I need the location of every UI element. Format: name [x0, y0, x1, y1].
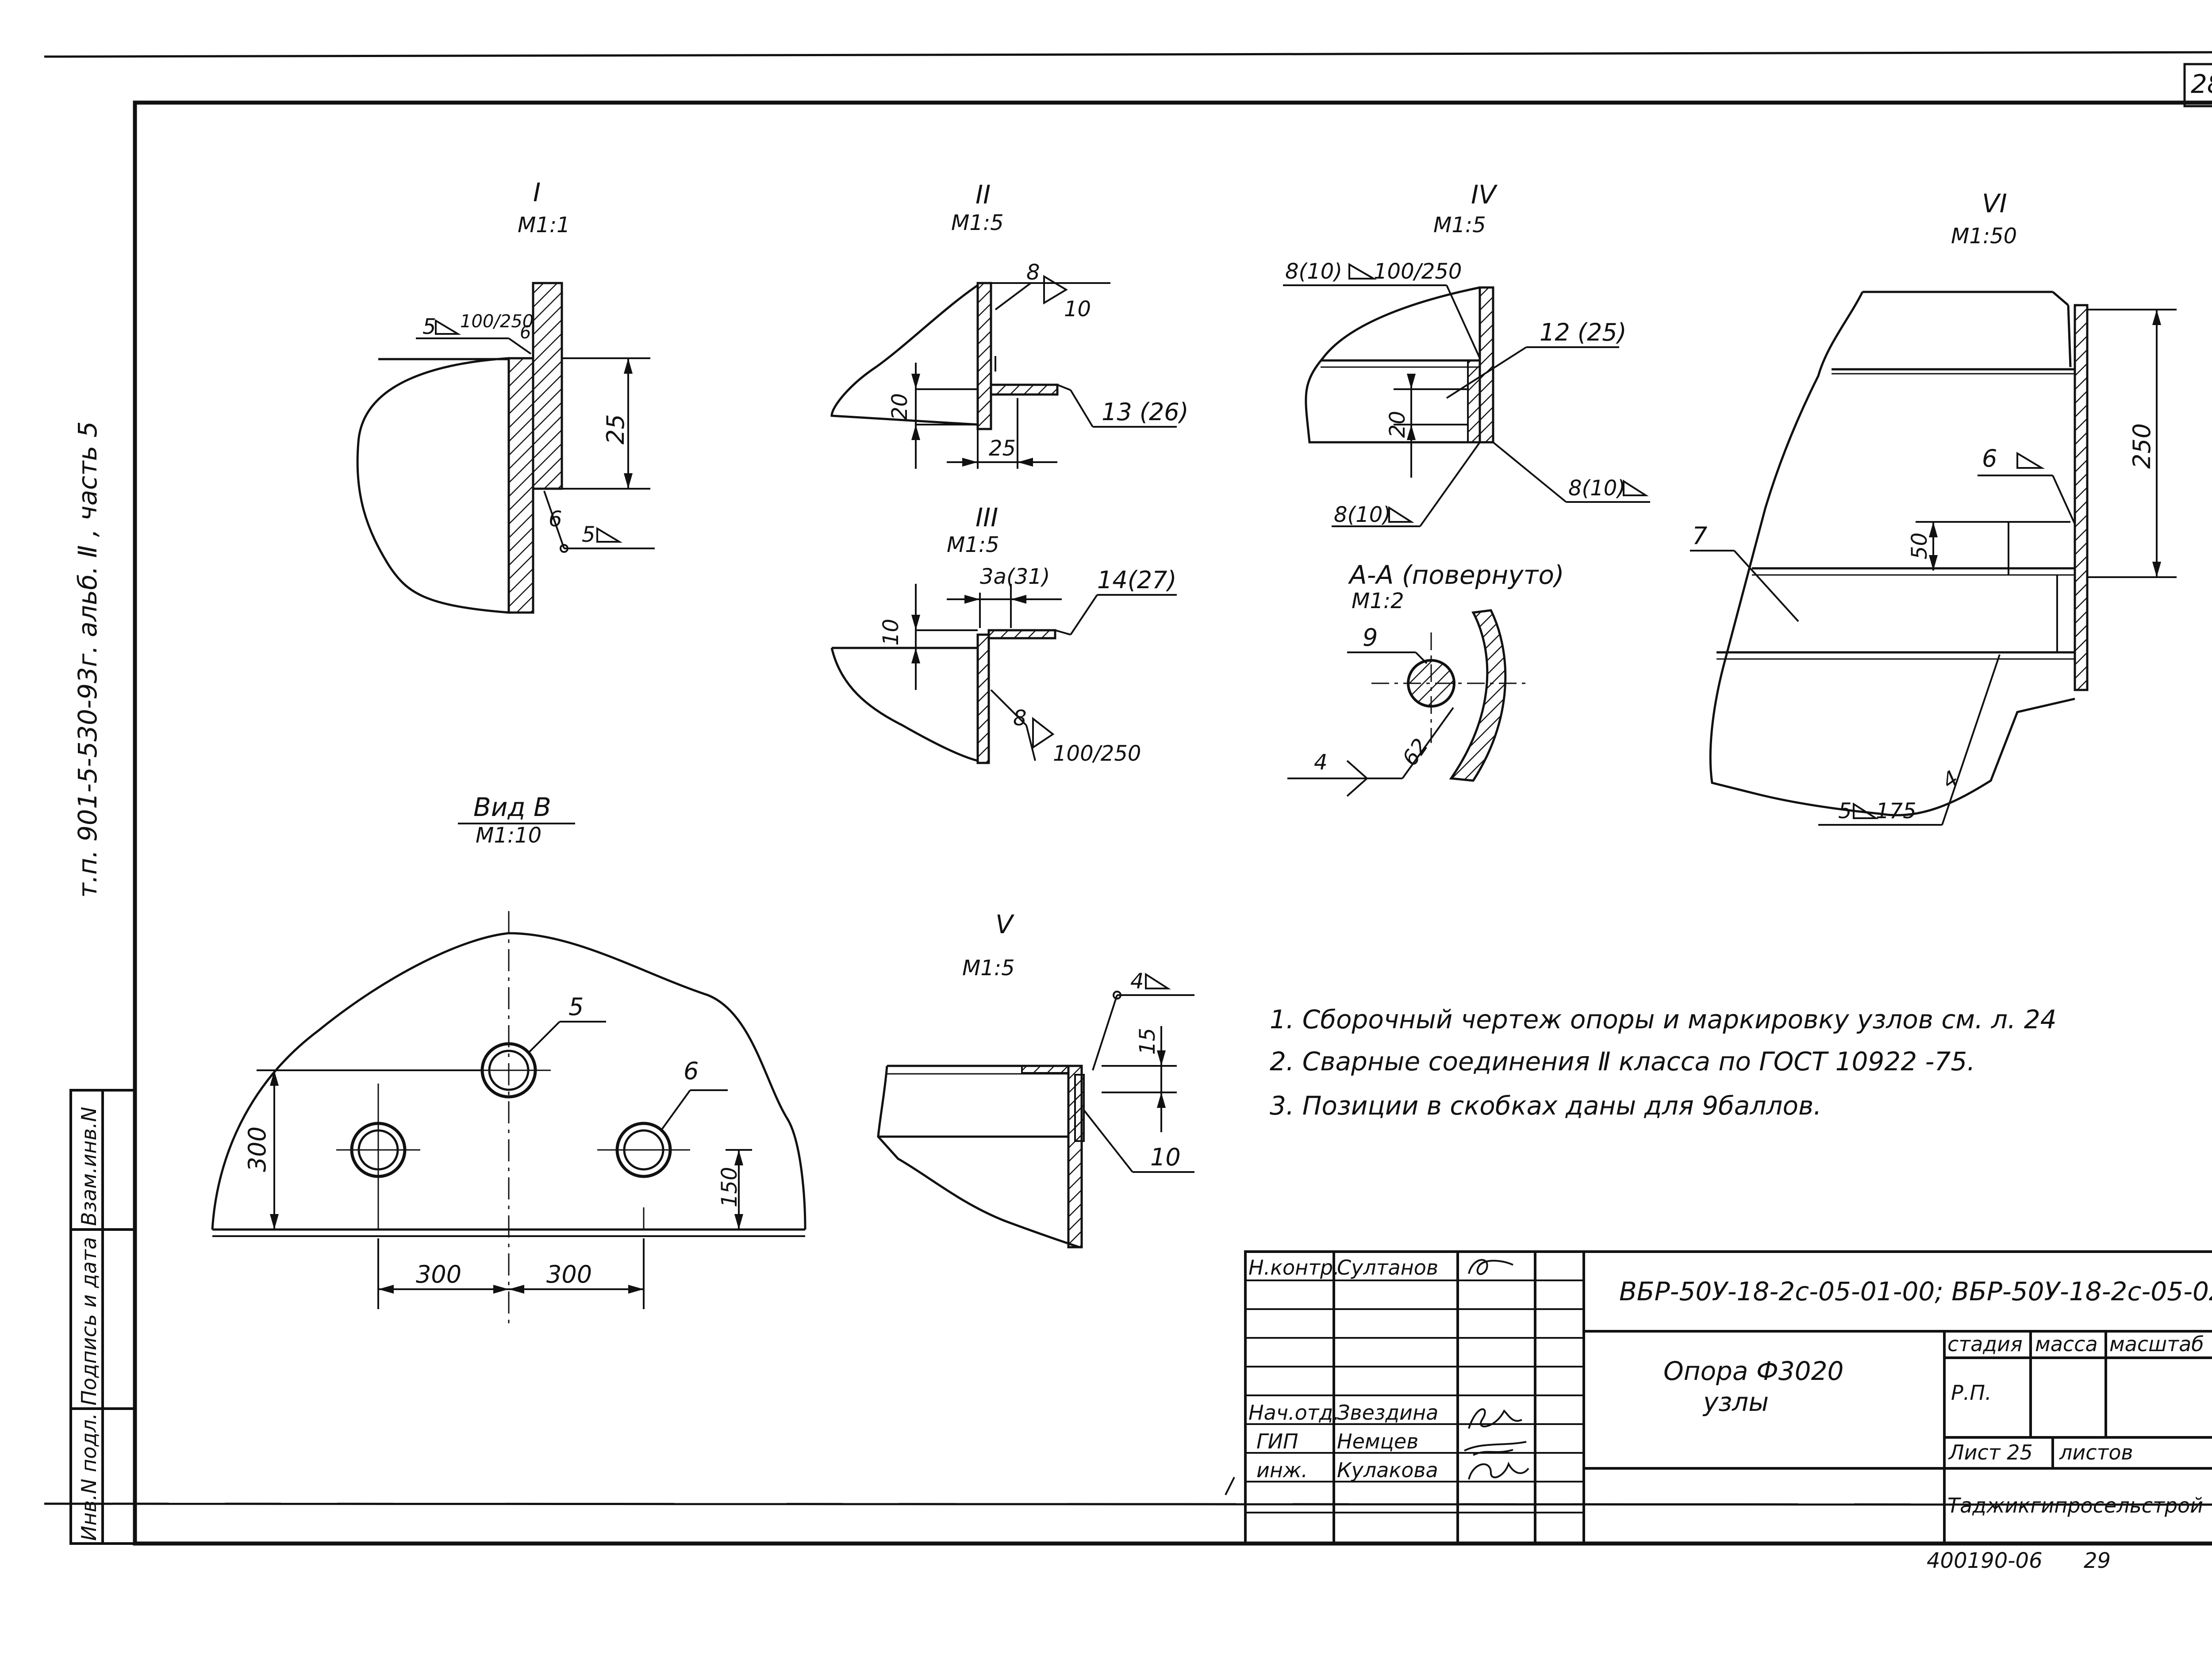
view-3-weld-spec: 100/250 — [1053, 741, 1141, 766]
view-1-six: 6 — [520, 322, 531, 343]
view-1-weld-spec: 100/250 — [460, 311, 534, 332]
bottom-code-2: 29 — [2084, 1548, 2111, 1573]
view-3-scale: М1:5 — [947, 532, 999, 557]
tb-name-4: Кулакова — [1337, 1458, 1438, 1482]
tb-name-1: Султанов — [1337, 1256, 1438, 1279]
view-6-title: VI — [1982, 188, 2007, 218]
tb-stage-hdr: стадия — [1947, 1332, 2023, 1356]
tb-name-2: Звездина — [1337, 1401, 1438, 1425]
view-2-title: II — [975, 180, 991, 210]
view-b-dim-h1: 300 — [416, 1260, 461, 1288]
view-4-title: IV — [1471, 180, 1498, 210]
tb-name-1: Опора Ф3020 — [1663, 1356, 1843, 1386]
view-4-dim: 20 — [1385, 411, 1410, 438]
tb-name-2: узлы — [1702, 1387, 1769, 1417]
view-6-dim1: 250 — [2128, 423, 2156, 469]
view-6-dim2: 50 — [1907, 532, 1932, 559]
view-4-weld-left: 8(10) — [1334, 502, 1391, 527]
notes: 1. Сборочный чертеж опоры и маркировку у… — [1270, 1004, 2057, 1121]
view-6-pos: 7 — [1692, 522, 1707, 550]
page-number: 28 — [2191, 69, 2212, 99]
tb-role-3: ГИП — [1256, 1429, 1298, 1453]
tb-org: Таджикгипросельстрой — [1947, 1494, 2203, 1517]
view-5-title: V — [995, 909, 1015, 939]
view-4-scale: М1:5 — [1433, 213, 1486, 238]
view-1-scale: М1:1 — [518, 213, 570, 238]
view-b-scale: М1:10 — [476, 823, 541, 848]
view-2-weld-val: 10 — [1064, 297, 1091, 322]
section-aa-weld: 4 — [1314, 750, 1328, 775]
view-1-weld-top: 5 — [422, 314, 436, 339]
note-1: 1. Сборочный чертеж опоры и маркировку у… — [1270, 1004, 2057, 1034]
section-aa: А-А (повернуто) М1:2 9 62 4 — [1287, 560, 1564, 797]
view-3-top: 3а(31) — [980, 564, 1050, 589]
view-1-dim: 25 — [602, 414, 630, 444]
note-3: 3. Позиции в скобках даны для 9баллов. — [1270, 1091, 1822, 1121]
stamp-podpis: Подпись и дата — [77, 1237, 101, 1406]
view-2-dim2: 25 — [989, 436, 1016, 461]
view-4: IV М1:5 8(10) 100/250 12 (25) 20 8(10) 8… — [1283, 180, 1650, 527]
view-b-dim-h2: 300 — [546, 1260, 592, 1288]
view-6-scale: М1:50 — [1951, 224, 2017, 249]
view-1: I М1:1 25 5 100/250 6 6 5 — [356, 177, 655, 614]
section-aa-scale: М1:2 — [1352, 589, 1404, 613]
view-b-pos1: 5 — [568, 993, 584, 1021]
view-3: III М1:5 14(27) 3а(31) 10 8 100/250 — [830, 502, 1177, 766]
tb-designation: ВБР-50У-18-2с-05-01-00; ВБР-50У-18-2с-05… — [1619, 1276, 2212, 1306]
view-2-pos: 13 (26) — [1102, 398, 1189, 426]
view-5-pos: 10 — [1150, 1143, 1181, 1171]
view-5-weld: 4 — [1130, 969, 1144, 994]
view-2: II М1:5 13 (26) 8 10 20 25 — [830, 180, 1189, 469]
view-2-weld-num: 8 — [1026, 260, 1040, 285]
tb-scale-hdr: масштаб — [2109, 1332, 2204, 1356]
tb-role-4: инж. — [1256, 1458, 1308, 1482]
section-aa-pos: 9 — [1363, 624, 1378, 651]
view-6-weld-bottom: 5 — [1838, 799, 1852, 824]
view-3-pos: 14(27) — [1097, 566, 1177, 594]
stamp-inv: Инв.N подл. — [77, 1413, 101, 1541]
tb-sheet: Лист 25 — [1948, 1440, 2033, 1464]
tb-name-3: Немцев — [1337, 1429, 1418, 1453]
view-3-title: III — [975, 502, 998, 532]
tb-stage: Р.П. — [1951, 1381, 1992, 1405]
view-b-dim-v: 300 — [243, 1126, 271, 1172]
view-3-weld-num: 8 — [1013, 706, 1027, 731]
view-1-weld-num: 6 — [549, 507, 562, 532]
left-stamp — [69, 1089, 136, 1545]
view-b: Вид В М1:10 5 6 300 150 — [211, 792, 806, 1327]
view-4-weld-top: 8(10) — [1285, 259, 1342, 284]
side-label: т.п. 901-5-530-93г. альб. Ⅱ , часть 5 — [73, 421, 103, 898]
view-2-scale: М1:5 — [951, 211, 1004, 235]
note-2: 2. Сварные соединения Ⅱ класса по ГОСТ 1… — [1270, 1046, 1975, 1076]
view-1-weld-bottom: 5 — [582, 522, 595, 547]
bottom-code: 400190-06 — [1927, 1548, 2043, 1573]
view-6-weld-top: 6 — [1982, 444, 1997, 472]
tb-mass-hdr: масса — [2035, 1332, 2098, 1356]
section-aa-title: А-А (повернуто) — [1348, 560, 1564, 590]
view-b-title: Вид В — [473, 792, 551, 822]
view-1-title: I — [533, 177, 541, 207]
view-2-dim1: 20 — [887, 393, 912, 420]
tb-role-1: Н.контр. — [1248, 1256, 1340, 1279]
stamp-vzam: Взам.инв.N — [77, 1107, 101, 1226]
view-6: VI М1:50 250 50 6 7 4 5 — [1690, 188, 2177, 826]
view-4-weld-top-spec: 100/250 — [1374, 259, 1462, 284]
tb-role-2: Нач.отд. — [1248, 1401, 1340, 1425]
view-4-pos: 12 (25) — [1540, 318, 1627, 346]
signatures — [1225, 1259, 1529, 1495]
view-b-dim-small: 150 — [717, 1167, 742, 1207]
title-block — [1244, 1250, 2212, 1545]
view-b-pos2: 6 — [684, 1057, 699, 1085]
view-6-weld-bottom-spec: 175 — [1876, 799, 1916, 824]
view-5: V М1:5 4 15 10 — [877, 909, 1194, 1249]
tb-sheets: листов — [2059, 1440, 2133, 1464]
view-5-scale: М1:5 — [962, 956, 1015, 981]
view-3-dim: 10 — [879, 619, 903, 646]
view-4-weld-right: 8(10) — [1568, 476, 1625, 501]
view-5-dim: 15 — [1135, 1028, 1160, 1055]
sheet-frame — [44, 51, 2212, 1546]
